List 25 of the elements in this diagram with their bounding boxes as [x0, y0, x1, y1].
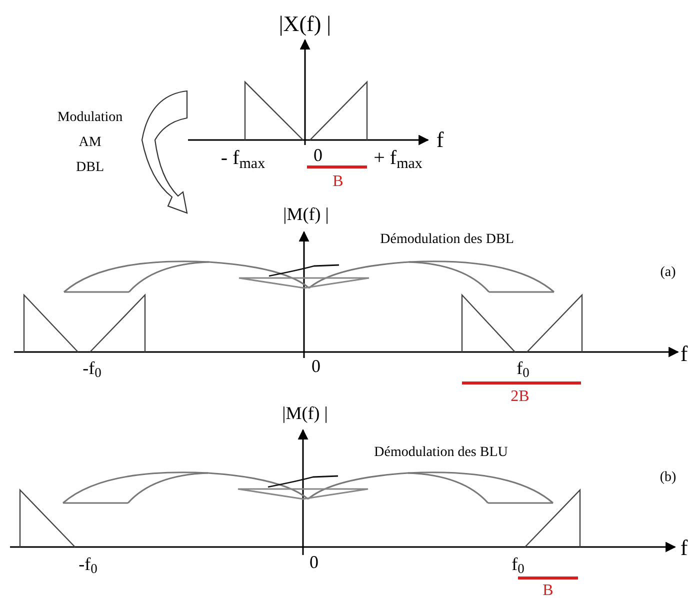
annotation-text: (a)	[660, 266, 676, 280]
axis-title: |M(f) |	[283, 205, 329, 223]
tick-label: 0	[312, 357, 320, 375]
tick-label: + f$_{max}$	[374, 148, 422, 168]
bandwidth-label: B	[542, 583, 554, 598]
axis-label: f	[680, 343, 688, 365]
annotation-text: Démodulation des BLU	[374, 446, 508, 460]
axis-title: |X(f) |	[278, 13, 332, 35]
bandwidth-label: B	[332, 174, 344, 190]
annotation-text: (b)	[660, 471, 676, 485]
axis-label: f	[680, 537, 688, 559]
tick-label: -f$_{0}$	[78, 555, 98, 573]
bandwidth-label: 2B	[510, 389, 530, 405]
tick-label: f$_{0}$	[516, 359, 530, 377]
tick-label: 0	[310, 553, 318, 571]
tick-label: -f$_{0}$	[82, 359, 102, 377]
annotation-text: Modulation	[57, 111, 123, 125]
annotation-text: DBL	[76, 161, 104, 175]
axis-title: |M(f) |	[282, 404, 328, 422]
annotation-text: Démodulation des DBL	[380, 233, 514, 247]
annotation-text: AM	[78, 136, 102, 150]
axis-label: f	[436, 129, 444, 151]
tick-label: f$_{0}$	[512, 555, 524, 573]
tick-label: 0	[314, 146, 322, 164]
tick-label: - f$_{max}$	[220, 148, 266, 168]
